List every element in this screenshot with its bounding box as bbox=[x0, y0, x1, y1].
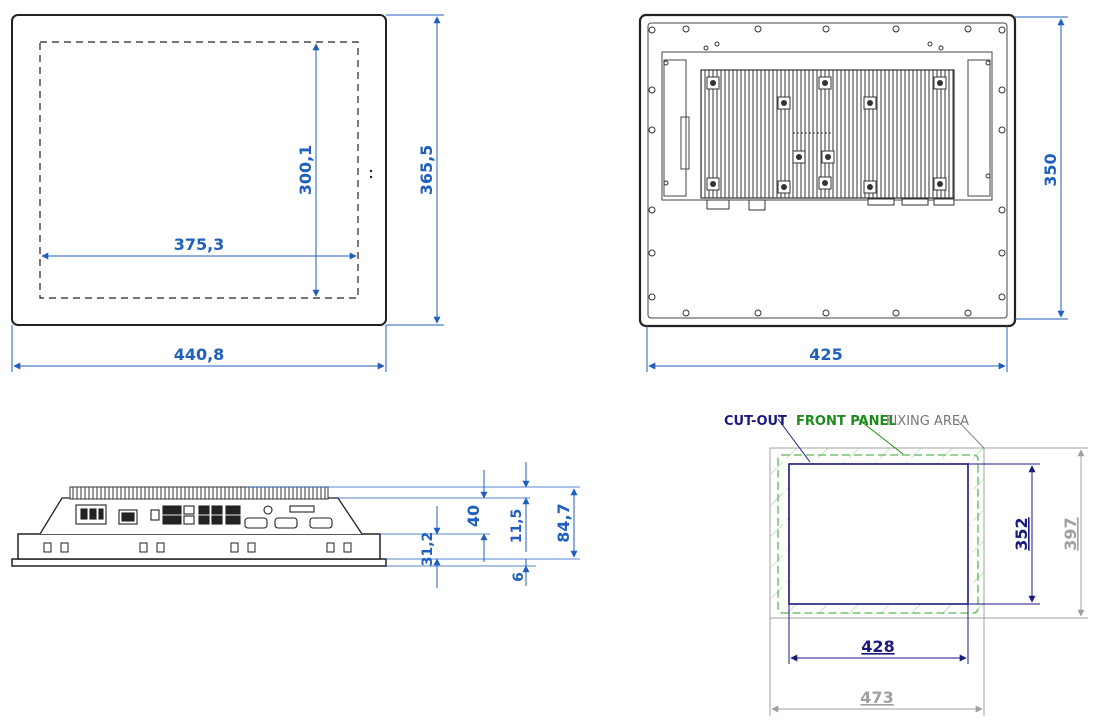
rear-view: 350 425 bbox=[638, 13, 1068, 372]
rear-connector bbox=[933, 198, 955, 206]
side-view: 84,7 11,5 40 31,2 6 bbox=[11, 462, 580, 588]
dim-cutout-height: 352 bbox=[1012, 517, 1031, 550]
mounting-bracket bbox=[661, 51, 993, 201]
indicator-led bbox=[369, 175, 373, 179]
dim-front-height: 365,5 bbox=[417, 145, 436, 196]
dim-mount-offset: 31,2 bbox=[420, 532, 436, 567]
frame-screws bbox=[648, 25, 1006, 317]
side-heatsink-fins bbox=[69, 486, 329, 500]
mounting-clips bbox=[43, 542, 352, 553]
rear-connector bbox=[867, 198, 895, 206]
label-fixing-area: FIXING AREA bbox=[886, 414, 969, 429]
display-area bbox=[39, 41, 359, 299]
leader-line bbox=[955, 418, 985, 449]
cutout-outline bbox=[788, 463, 969, 605]
leader-line bbox=[777, 418, 811, 463]
front-bezel bbox=[11, 14, 387, 326]
side-rail-right bbox=[967, 59, 991, 197]
side-bezel bbox=[11, 558, 387, 567]
dim-front-width: 440,8 bbox=[174, 345, 225, 364]
indicator-led bbox=[369, 169, 373, 173]
dim-body-depth: 40 bbox=[464, 505, 483, 527]
rear-connector bbox=[901, 198, 929, 206]
rear-inner-frame bbox=[647, 22, 1008, 319]
dim-cutout-width: 428 bbox=[861, 637, 894, 656]
side-body bbox=[17, 533, 381, 560]
label-cutout: CUT-OUT bbox=[724, 414, 787, 429]
front-panel-outline bbox=[777, 454, 979, 614]
dim-total-depth: 84,7 bbox=[554, 503, 573, 542]
leader-line bbox=[857, 418, 904, 455]
label-front-panel: FRONT PANEL bbox=[796, 414, 897, 429]
front-view: 375,3 300,1 365,5 440,8 bbox=[11, 14, 444, 372]
side-rail-left bbox=[663, 59, 687, 197]
dim-bracket: 11,5 bbox=[509, 509, 525, 544]
io-ports bbox=[75, 504, 333, 529]
rear-connector bbox=[748, 199, 766, 211]
cutout-view: CUT-OUT FRONT PANEL FIXING AREA 352 397 … bbox=[724, 414, 1088, 716]
heatsink-screws bbox=[706, 76, 947, 194]
dim-rear-height: 350 bbox=[1041, 153, 1060, 186]
dim-bezel: 6 bbox=[511, 572, 527, 582]
dim-outer-height: 397 bbox=[1061, 517, 1080, 550]
dim-outer-width: 473 bbox=[860, 688, 893, 707]
dim-display-height: 300,1 bbox=[296, 145, 315, 196]
rear-connector bbox=[706, 199, 730, 210]
dim-rear-width: 425 bbox=[809, 345, 842, 364]
dim-display-width: 375,3 bbox=[174, 235, 225, 254]
side-slot bbox=[680, 116, 690, 170]
